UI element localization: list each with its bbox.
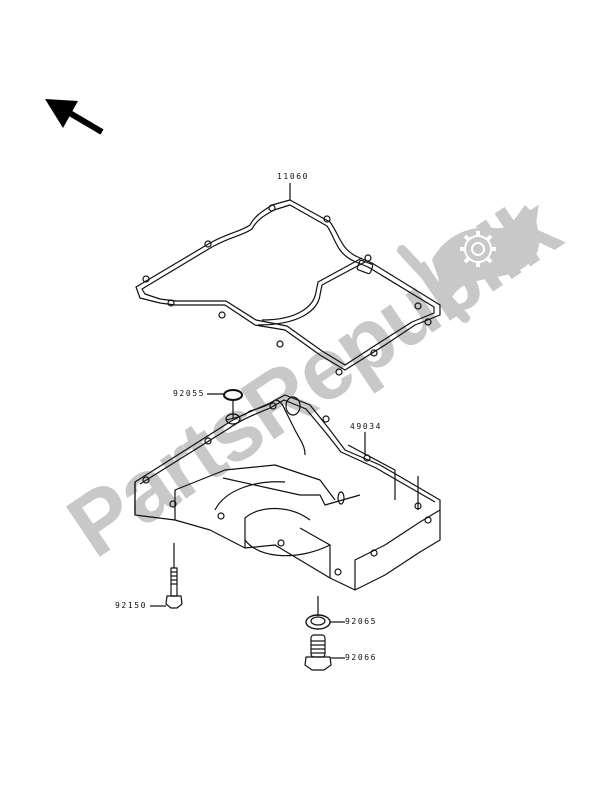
oil-pan-49034[interactable] [134,394,441,591]
gear-icon [460,231,496,267]
part-number-49034[interactable]: 49034 [350,422,383,431]
front-direction-arrow-icon [45,99,104,135]
part-number-92066[interactable]: 92066 [345,653,378,662]
washer-92065[interactable] [305,596,345,630]
gasket-11060[interactable] [135,183,441,376]
part-number-92055[interactable]: 92055 [173,389,206,398]
gasket-bolt-holes [142,204,432,376]
drain-plug-92066[interactable] [304,634,345,671]
bolt-92150[interactable] [150,543,183,609]
part-number-11060[interactable]: 11060 [277,172,310,181]
pan-bolt-holes [142,402,432,576]
part-number-92150[interactable]: 92150 [115,601,148,610]
watermark-flag-logo [397,205,540,323]
part-number-92065[interactable]: 92065 [345,617,378,626]
o-ring-92055[interactable] [207,389,243,418]
